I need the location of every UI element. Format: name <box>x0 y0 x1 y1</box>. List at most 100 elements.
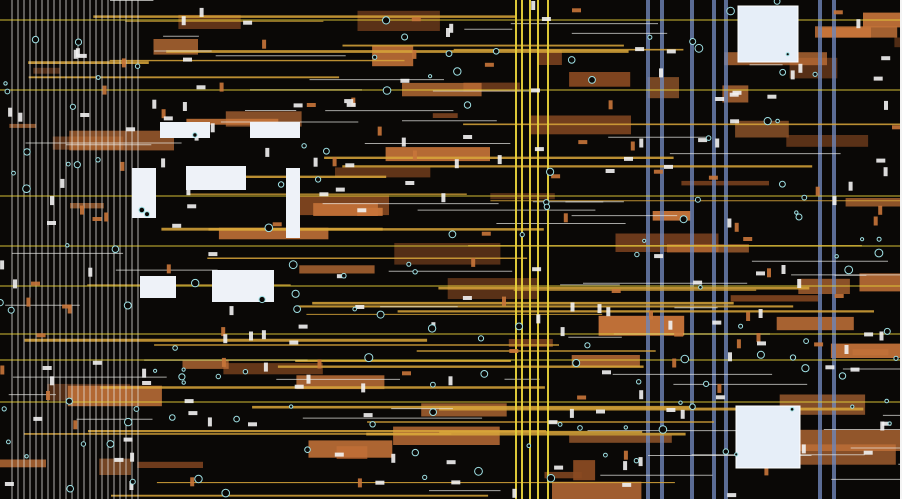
copper-patch <box>218 227 329 240</box>
smd-component <box>210 123 215 133</box>
smd-component <box>649 310 653 320</box>
smd-component <box>361 383 366 393</box>
smd-component <box>756 333 761 343</box>
via <box>352 306 358 312</box>
smd-component <box>672 358 677 368</box>
via <box>515 322 523 331</box>
smd-component <box>8 107 13 117</box>
smd-component <box>102 85 107 95</box>
via <box>588 76 596 84</box>
smd-component <box>294 384 304 389</box>
smd-component <box>317 359 322 369</box>
via <box>705 135 712 141</box>
copper-patch <box>730 295 819 302</box>
via <box>304 446 311 454</box>
smd-component <box>638 457 643 467</box>
copper-patch <box>99 458 132 475</box>
smd-component <box>221 327 226 337</box>
smd-component <box>263 362 268 372</box>
smd-component <box>560 327 565 337</box>
smd-component <box>541 17 551 21</box>
smd-component <box>402 371 411 376</box>
smd-component <box>412 49 417 59</box>
smd-component <box>578 140 588 145</box>
copper-patch <box>735 120 789 138</box>
smd-component <box>639 138 644 148</box>
smd-component <box>60 178 65 188</box>
smd-component <box>873 76 883 81</box>
via <box>129 478 136 485</box>
smd-component <box>801 444 806 454</box>
via <box>293 305 302 314</box>
via <box>785 52 790 57</box>
via <box>546 167 555 176</box>
smd-component <box>878 205 883 215</box>
smd-component <box>152 99 157 109</box>
smd-component <box>569 408 574 418</box>
smd-component <box>92 217 102 221</box>
smd-component <box>680 409 685 419</box>
via <box>779 68 787 76</box>
smd-component <box>729 92 739 97</box>
via <box>477 335 485 342</box>
smd-component <box>454 159 459 169</box>
via <box>124 417 133 427</box>
via <box>893 355 899 361</box>
smd-component <box>622 482 632 487</box>
via <box>181 380 186 385</box>
via <box>779 180 786 188</box>
via <box>543 203 551 211</box>
via <box>775 118 780 124</box>
via <box>24 454 29 459</box>
via <box>23 148 31 156</box>
via <box>65 161 71 167</box>
via <box>546 474 556 483</box>
smd-component <box>114 457 124 462</box>
via <box>144 211 150 218</box>
smd-component <box>563 213 568 223</box>
smd-component <box>0 260 5 270</box>
smd-component <box>335 187 345 192</box>
smd-component <box>73 420 78 430</box>
smd-component <box>272 222 282 227</box>
via <box>519 232 525 238</box>
smd-component <box>181 16 186 26</box>
smd-component <box>798 63 803 73</box>
smd-component <box>814 342 824 347</box>
smd-component <box>161 109 166 119</box>
smd-component <box>50 196 54 206</box>
via <box>445 50 453 57</box>
smd-component <box>121 58 126 68</box>
via <box>789 354 797 361</box>
via <box>453 67 462 76</box>
blue-trace <box>690 0 694 499</box>
via <box>658 425 668 434</box>
via <box>291 289 300 298</box>
via <box>876 236 882 242</box>
copper-patch <box>552 481 642 499</box>
smd-component <box>531 88 540 93</box>
via <box>169 414 176 421</box>
smd-component <box>715 97 725 101</box>
smd-component <box>693 280 703 285</box>
smd-component <box>62 304 72 309</box>
copper-patch <box>786 135 869 147</box>
via <box>812 71 818 77</box>
smd-component <box>334 452 344 457</box>
via <box>301 143 307 149</box>
smd-component <box>734 222 739 232</box>
smd-component <box>248 422 257 427</box>
smd-component <box>605 169 615 173</box>
via <box>264 223 274 233</box>
via <box>178 373 186 381</box>
via <box>192 132 198 138</box>
smd-component <box>4 482 14 486</box>
blue-trace <box>832 0 836 499</box>
via <box>258 295 266 304</box>
via <box>763 117 772 126</box>
smd-component <box>756 271 765 276</box>
via <box>557 422 563 427</box>
